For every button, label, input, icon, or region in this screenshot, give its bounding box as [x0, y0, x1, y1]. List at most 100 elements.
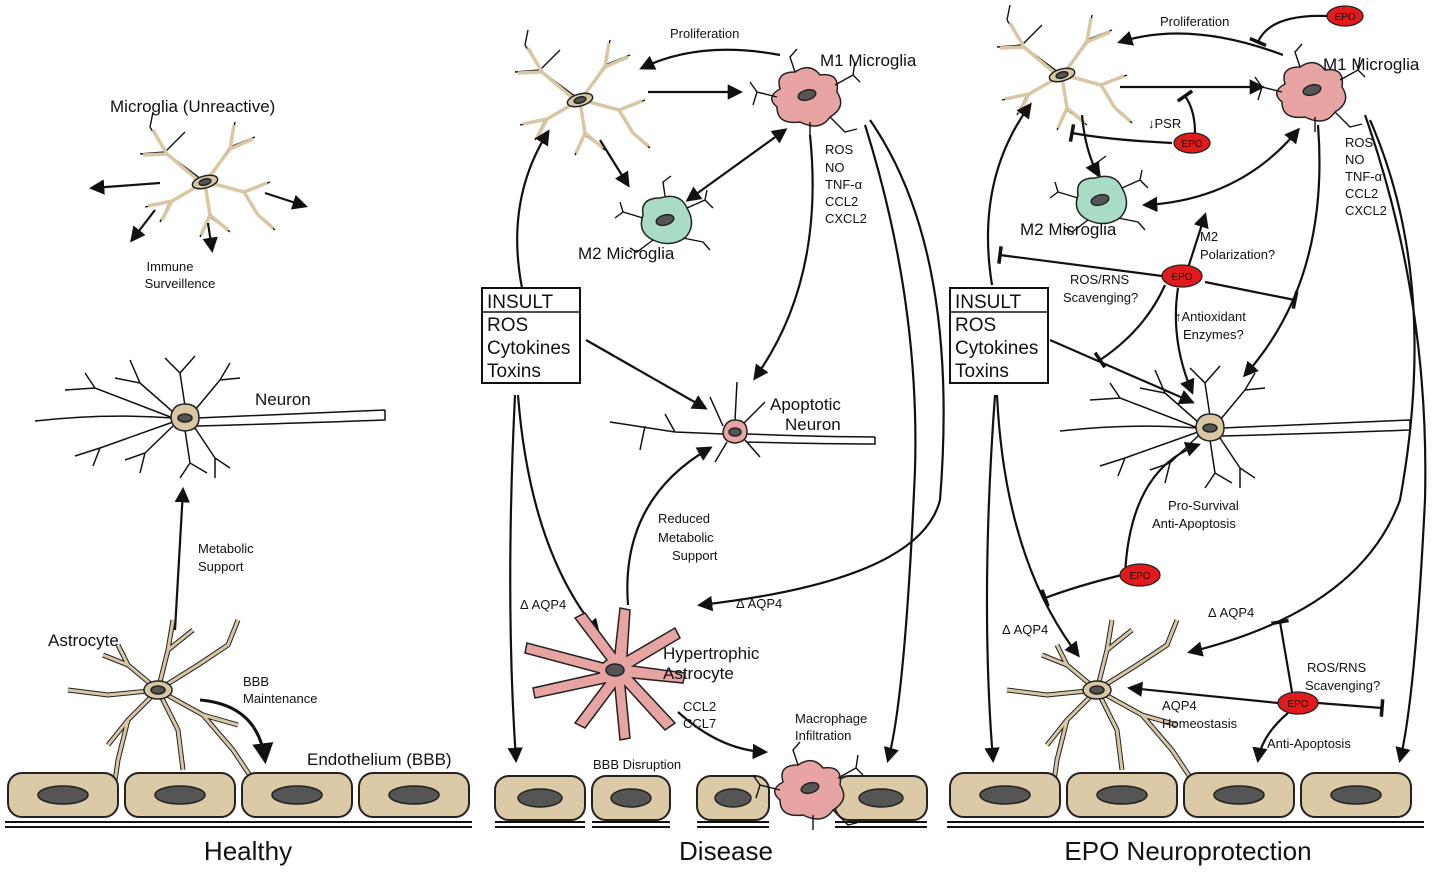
arrow-m1-to-endothelium — [863, 124, 917, 763]
arrow-ccl — [677, 711, 769, 760]
m2-polarization-label: Polarization? — [1200, 247, 1275, 262]
scavenging-2-label: Scavenging? — [1305, 678, 1380, 693]
svg-text:TNF-α: TNF-α — [825, 177, 863, 192]
macrophage-label: Macrophage — [795, 711, 867, 726]
endothelium-label: Endothelium (BBB) — [307, 750, 452, 769]
surveillance-label: Surveillence — [145, 276, 216, 291]
resting-microglia — [138, 110, 277, 239]
epo-badge-top: EPO — [1249, 5, 1364, 48]
svg-text:ROS: ROS — [825, 142, 854, 157]
metabolic-label: Metabolic — [198, 541, 254, 556]
arrow-insult-to-neuron — [585, 339, 708, 410]
svg-text:Toxins: Toxins — [955, 361, 1009, 382]
svg-text:CXCL2: CXCL2 — [825, 211, 867, 226]
bbb-disruption-label: BBB Disruption — [593, 757, 681, 772]
ccl7-label: CCL7 — [683, 716, 716, 731]
disease-endothelium — [494, 775, 928, 828]
microglia-unreactive-label: Microglia (Unreactive) — [110, 97, 275, 116]
m1-label: M1 Microglia — [820, 51, 917, 70]
arrow-metabolic — [173, 486, 190, 631]
pro-survival-label: Pro-Survival — [1168, 498, 1239, 513]
epo-arrow-m1-to-endothelium — [1363, 114, 1427, 763]
panel-healthy: Microglia (Unreactive) Immune Surveillen… — [5, 97, 472, 866]
arrow-insult-to-microglia — [516, 129, 550, 289]
ccl2-label: CCL2 — [683, 699, 716, 714]
arrow-m1-to-neuron — [753, 134, 814, 381]
maintenance-label: Maintenance — [243, 691, 317, 706]
arrow-m1-m2 — [685, 128, 788, 202]
arrow-reduced-support — [626, 446, 713, 606]
hypertrophic-astrocyte — [524, 607, 686, 741]
arrow-proliferation — [639, 48, 781, 70]
svg-text:EPO: EPO — [1334, 12, 1355, 23]
panel-epo: Proliferation EPO M1 Microglia EPO ↓PSR … — [947, 3, 1427, 866]
psr-label: ↓PSR — [1148, 116, 1181, 131]
epo-resting-microglia — [995, 3, 1134, 132]
svg-text:NO: NO — [1345, 152, 1365, 167]
healthy-endothelium — [5, 772, 472, 828]
arrow-bbb-maintenance — [199, 698, 274, 765]
m2-microglia — [614, 175, 714, 253]
svg-text:ROS: ROS — [955, 315, 996, 336]
proliferation-label: Proliferation — [670, 26, 739, 41]
panel-title-healthy: Healthy — [204, 836, 292, 866]
support-label: Support — [198, 559, 244, 574]
reduced-support-label: Support — [672, 548, 718, 563]
epo-aqp4-left-label: Δ AQP4 — [1002, 622, 1048, 637]
arrow-insult-to-endothelium — [507, 394, 523, 764]
immune-label: Immune — [147, 259, 194, 274]
svg-text:ROS: ROS — [1345, 135, 1374, 150]
reduced-label: Reduced — [658, 511, 710, 526]
antioxidant-label: ↑Antioxidant — [1175, 309, 1246, 324]
arrow-surveil-left — [88, 179, 161, 195]
epo-arrow-m1-m2 — [1141, 127, 1300, 213]
svg-text:EPO: EPO — [1171, 272, 1192, 283]
svg-text:INSULT: INSULT — [487, 292, 554, 313]
bbb-label: BBB — [243, 674, 269, 689]
svg-text:Toxins: Toxins — [487, 361, 541, 382]
epo-arrow-insult-to-microglia — [986, 102, 1032, 286]
neuron-label: Neuron — [255, 390, 311, 409]
panel-title-epo: EPO Neuroprotection — [1064, 836, 1311, 866]
svg-text:CCL2: CCL2 — [1345, 186, 1378, 201]
m2-label: M2 Microglia — [578, 244, 675, 263]
arrow-insult-to-astro — [516, 394, 600, 635]
astrocyte-label: Astrocyte — [48, 631, 119, 650]
anti-apoptosis-label: Anti-Apoptosis — [1152, 516, 1236, 531]
disease-resting-microglia — [513, 28, 652, 157]
epo-proliferation-label: Proliferation — [1160, 14, 1229, 29]
svg-text:EPO: EPO — [1129, 571, 1150, 582]
aqp4-left-label: Δ AQP4 — [520, 597, 566, 612]
apoptotic-neuron-label: Neuron — [785, 415, 841, 434]
anti-apoptosis-2-label: Anti-Apoptosis — [1267, 736, 1351, 751]
epo-badge-psr: EPO — [1068, 89, 1211, 154]
disease-insult-box: INSULT ROS Cytokines Toxins — [481, 287, 581, 384]
arrow-m1-to-astro — [696, 119, 945, 612]
hypertrophic-label: Hypertrophic — [663, 644, 760, 663]
apoptotic-label: Apoptotic — [770, 395, 841, 414]
epo-badge-astro: EPO — [1126, 618, 1385, 764]
healthy-neuron — [34, 355, 386, 479]
infiltration-label: Infiltration — [795, 728, 851, 743]
m1-factors: ROS NO TNF-α CCL2 CXCL2 — [825, 142, 867, 226]
reduced-metabolic-label: Metabolic — [658, 530, 714, 545]
epo-badge-center: EPO — [997, 212, 1299, 395]
panel-title-disease: Disease — [679, 836, 773, 866]
panel-disease: Proliferation M1 Microglia M2 Microglia … — [481, 26, 945, 866]
epo-m1-factors: ROS NO TNF-α CCL2 CXCL2 — [1345, 135, 1387, 218]
svg-text:NO: NO — [825, 160, 845, 175]
epo-arrow-insult-to-astro — [995, 394, 1080, 658]
ros-rns-2-label: ROS/RNS — [1307, 660, 1367, 675]
epo-arrow-to-m2 — [1080, 114, 1100, 178]
svg-text:CCL2: CCL2 — [825, 194, 858, 209]
epo-arrow-insult-to-neuron — [1049, 338, 1195, 405]
hypertrophic-astrocyte-label: Astrocyte — [663, 664, 734, 683]
arrow-surveil-down — [202, 222, 218, 254]
epo-aqp4-right-label: Δ AQP4 — [1208, 605, 1254, 620]
svg-text:EPO: EPO — [1287, 699, 1308, 710]
aqp4-label: AQP4 — [1162, 698, 1197, 713]
epo-m1-label: M1 Microglia — [1323, 55, 1420, 74]
scavenging-label: Scavenging? — [1063, 290, 1138, 305]
svg-text:Cytokines: Cytokines — [955, 338, 1038, 359]
